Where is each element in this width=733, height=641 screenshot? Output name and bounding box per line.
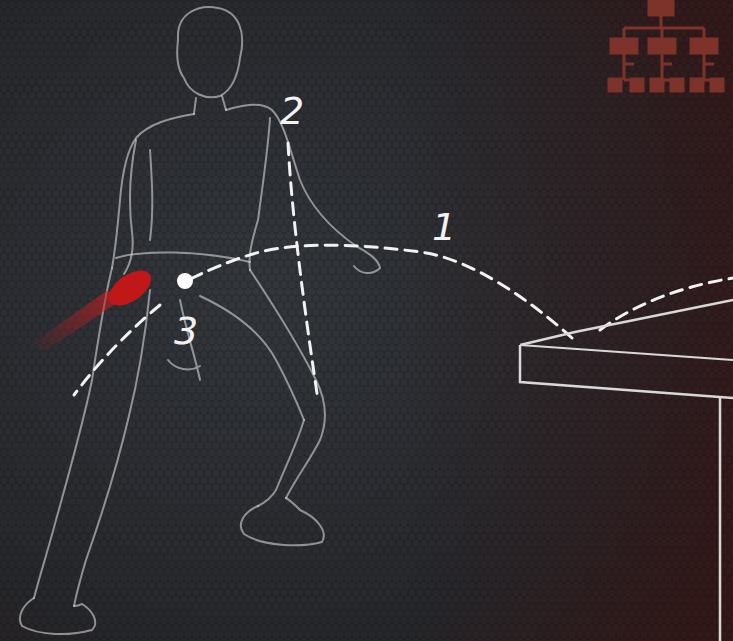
- vertical-guide: [288, 143, 318, 400]
- callout-number: 1: [432, 208, 456, 246]
- ball: [177, 273, 193, 289]
- org-chart-icon: [608, 0, 724, 92]
- callout-number: 2: [280, 92, 304, 130]
- player-sketch: [20, 7, 380, 634]
- ball-trajectory: [188, 245, 572, 338]
- callout-number: 3: [174, 312, 198, 350]
- dashed-guides: [74, 143, 733, 400]
- table: [520, 300, 733, 641]
- paddle: [103, 264, 157, 313]
- paddle-motion-blur: [30, 290, 118, 352]
